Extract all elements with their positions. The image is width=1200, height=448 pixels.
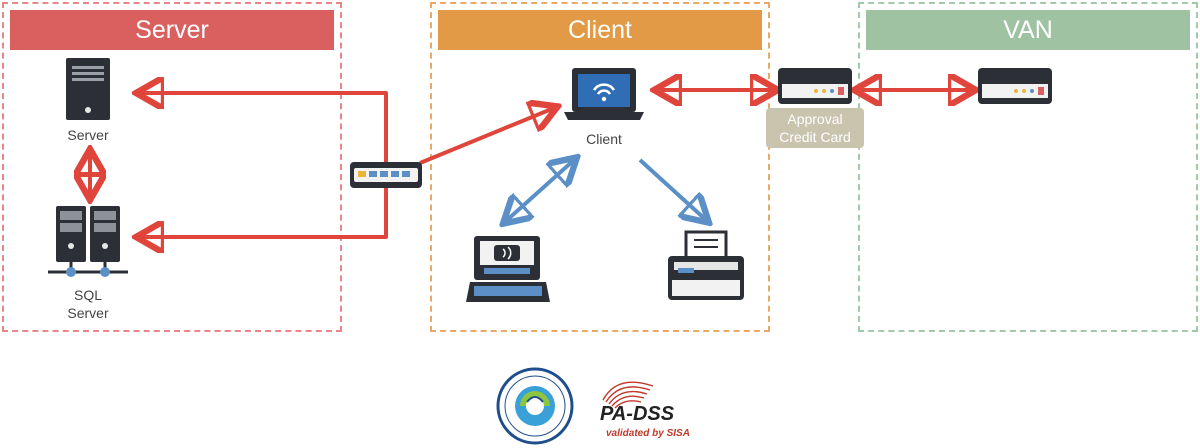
server-zone-header: Server bbox=[10, 10, 334, 50]
pa-dss-logo-mark bbox=[602, 381, 654, 409]
sql-label-line2: Server bbox=[67, 305, 109, 321]
pa-dss-title: PA-DSS bbox=[600, 403, 675, 425]
server-router-arrow bbox=[140, 93, 388, 165]
van-zone-header: VAN bbox=[866, 10, 1190, 50]
server-label: Server bbox=[67, 127, 109, 143]
receipt-printer-icon bbox=[668, 230, 744, 300]
client-label: Client bbox=[586, 131, 622, 147]
client-zone: Client bbox=[430, 2, 770, 332]
credit-card-label: Credit Card bbox=[779, 129, 851, 145]
client-printer-arrow bbox=[638, 158, 706, 220]
approval-badge: Approval Credit Card bbox=[766, 108, 864, 148]
server-tower-icon bbox=[66, 58, 110, 120]
sql-label-line1: SQL bbox=[73, 287, 102, 303]
card-reader-icon bbox=[466, 236, 550, 302]
client-laptop-icon bbox=[564, 68, 644, 120]
sql-router-arrow bbox=[140, 186, 388, 237]
server-zone: Server bbox=[2, 2, 342, 332]
approval-label: Approval bbox=[787, 111, 843, 127]
pa-dss-subtitle: validated by SISA bbox=[606, 428, 690, 439]
certification-seal-logo bbox=[496, 367, 574, 445]
sql-server-icon bbox=[48, 206, 128, 277]
router-client-arrow bbox=[419, 108, 554, 165]
client-zone-header: Client bbox=[438, 10, 762, 50]
payment-terminal-icon bbox=[778, 68, 852, 104]
network-hub-icon bbox=[350, 162, 422, 188]
van-zone: VAN bbox=[858, 2, 1198, 332]
van-device-icon bbox=[978, 68, 1052, 104]
client-reader-arrow bbox=[506, 160, 574, 221]
